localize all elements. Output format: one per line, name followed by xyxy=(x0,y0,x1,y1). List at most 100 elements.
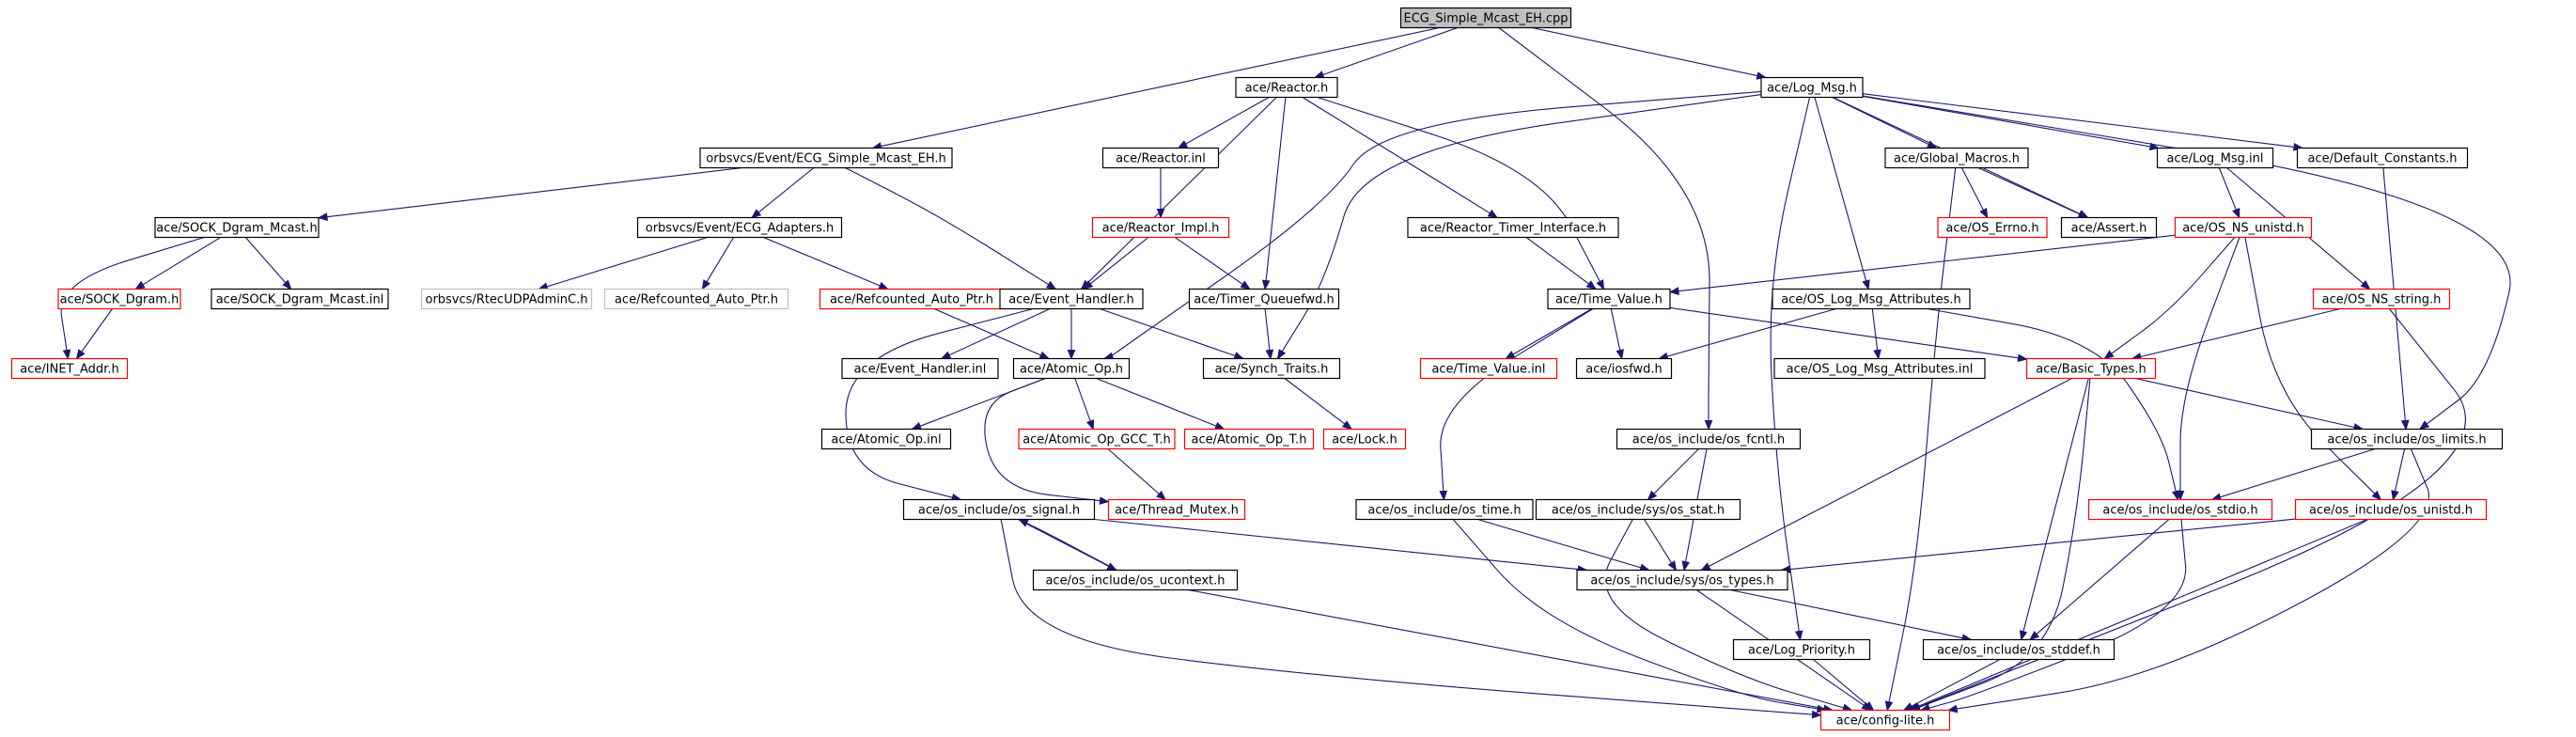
edge-arrowhead xyxy=(1085,419,1095,431)
edge-line xyxy=(1094,518,1579,571)
node-os-time-h[interactable]: ace/os_include/os_time.h xyxy=(1355,498,1534,521)
node-box xyxy=(1922,638,2115,661)
node-synch-traits-h[interactable]: ace/Synch_Traits.h xyxy=(1202,357,1341,380)
node-log-msg-h[interactable]: ace/Log_Msg.h xyxy=(1760,76,1864,99)
node-ecg-simple-mcast-eh-h[interactable]: orbsvcs/Event/ECG_Simple_Mcast_EH.h xyxy=(699,147,953,169)
edge-line xyxy=(984,377,1101,502)
node-os-fcntl-h[interactable]: ace/os_include/os_fcntl.h xyxy=(1616,428,1802,450)
node-os-stat-h[interactable]: ace/os_include/sys/os_stat.h xyxy=(1535,498,1741,521)
edge-os-stat-h-to-os-types-h xyxy=(1644,519,1678,572)
node-reactor-impl-h[interactable]: ace/Reactor_Impl.h xyxy=(1091,216,1230,239)
edge-os-time-h-to-os-types-h xyxy=(1477,518,1650,572)
node-thread-mutex-h[interactable]: ace/Thread_Mutex.h xyxy=(1107,498,1246,521)
edge-line xyxy=(326,166,743,218)
edge-arrowhead xyxy=(940,351,952,360)
node-label: ace/Thread_Mutex.h xyxy=(1115,504,1239,518)
node-iosfwd-h[interactable]: ace/iosfwd.h xyxy=(1575,357,1673,380)
node-os-ucontext-h[interactable]: ace/os_include/os_ucontext.h xyxy=(1032,569,1239,591)
node-root[interactable]: ECG_Simple_Mcast_EH.cpp xyxy=(1399,7,1572,29)
node-os-log-msg-attributes-inl[interactable]: ace/OS_Log_Msg_Attributes.inl xyxy=(1773,357,1986,380)
edge-os-signal-h-to-os-types-h xyxy=(1094,518,1588,573)
node-box xyxy=(1884,147,2029,169)
node-global-macros-h[interactable]: ace/Global_Macros.h xyxy=(1884,147,2029,169)
node-os-types-h[interactable]: ace/os_include/sys/os_types.h xyxy=(1576,569,1788,591)
node-config-lite-h[interactable]: ace/config-lite.h xyxy=(1819,709,1951,731)
node-atomic-op-t-h[interactable]: ace/Atomic_Op_T.h xyxy=(1183,428,1315,450)
node-lock-h[interactable]: ace/Lock.h xyxy=(1322,428,1407,450)
edge-line xyxy=(142,237,221,286)
node-assert-h[interactable]: ace/Assert.h xyxy=(2060,216,2158,239)
node-os-stddef-h[interactable]: ace/os_include/os_stddef.h xyxy=(1922,638,2115,661)
edge-arrowhead xyxy=(2103,350,2115,360)
node-os-errno-h[interactable]: ace/OS_Errno.h xyxy=(1937,216,2048,239)
node-label: ace/Refcounted_Auto_Ptr.h xyxy=(830,293,993,307)
node-box xyxy=(1616,428,1802,450)
node-log-priority-h[interactable]: ace/Log_Priority.h xyxy=(1732,638,1871,661)
node-label: orbsvcs/Event/ECG_Adapters.h xyxy=(646,222,835,236)
edge-line xyxy=(1813,659,1868,706)
node-box xyxy=(1101,147,1220,169)
edge-arrowhead xyxy=(2360,280,2371,290)
edge-os-ns-unistd-h-to-time-value-h xyxy=(1668,234,2176,295)
node-basic-types-h[interactable]: ace/Basic_Types.h xyxy=(2025,357,2157,380)
edge-line xyxy=(1928,519,2187,709)
node-box xyxy=(999,288,1144,310)
edge-timer-queuefwd-h-to-synch-traits-h xyxy=(1264,308,1274,360)
edge-arrowhead xyxy=(1979,208,1989,219)
edge-reactor-h-to-reactor-inl xyxy=(1177,97,1270,149)
node-inet-addr-h[interactable]: ace/INET_Addr.h xyxy=(10,357,129,380)
node-sock-dgram-mcast-inl[interactable]: ace/SOCK_Dgram_Mcast.inl xyxy=(211,288,389,310)
node-default-constants-h[interactable]: ace/Default_Constants.h xyxy=(2296,147,2469,169)
node-sock-dgram-h[interactable]: ace/SOCK_Dgram.h xyxy=(57,288,181,310)
node-time-value-h[interactable]: ace/Time_Value.h xyxy=(1547,288,1671,310)
node-os-unistd-h[interactable]: ace/os_include/os_unistd.h xyxy=(2294,498,2488,521)
edge-time-value-h-to-basic-types-h xyxy=(1669,306,2028,363)
edge-reactor-impl-h-to-event-handler-h xyxy=(1083,237,1149,290)
edge-line xyxy=(1729,588,1963,639)
node-reactor-inl[interactable]: ace/Reactor.inl xyxy=(1101,147,1220,169)
edge-arrowhead xyxy=(1794,630,1803,641)
edge-arrowhead xyxy=(2391,490,2399,501)
node-reactor-timer-interface-h[interactable]: ace/Reactor_Timer_Interface.h xyxy=(1407,216,1619,239)
node-timer-queuefwd-h[interactable]: ace/Timer_Queuefwd.h xyxy=(1188,288,1340,310)
node-log-msg-inl[interactable]: ace/Log_Msg.inl xyxy=(2156,147,2274,169)
node-box xyxy=(2060,216,2158,239)
edge-line xyxy=(1789,518,2296,571)
node-refcounted-auto-ptr-h-grey[interactable]: ace/Refcounted_Auto_Ptr.h xyxy=(603,288,789,310)
node-box xyxy=(1183,428,1315,450)
node-label: ace/SOCK_Dgram_Mcast.h xyxy=(156,222,317,236)
edge-line xyxy=(1265,97,1287,281)
edge-time-value-h-to-os-time-h xyxy=(1439,308,1594,501)
node-sock-dgram-mcast-h[interactable]: ace/SOCK_Dgram_Mcast.h xyxy=(154,216,320,239)
edge-os-limits-h-to-os-stdio-h xyxy=(2210,447,2376,501)
node-os-signal-h[interactable]: ace/os_include/os_signal.h xyxy=(902,498,1096,521)
node-ecg-adapters-h[interactable]: orbsvcs/Event/ECG_Adapters.h xyxy=(636,216,843,239)
node-event-handler-inl[interactable]: ace/Event_Handler.inl xyxy=(841,357,999,380)
node-os-log-msg-attributes-h[interactable]: ace/OS_Log_Msg_Attributes.h xyxy=(1772,288,1971,310)
node-label: ace/Log_Msg.h xyxy=(1767,82,1857,96)
node-refcounted-auto-ptr-h[interactable]: ace/Refcounted_Auto_Ptr.h xyxy=(819,288,1005,310)
edge-line xyxy=(1322,26,1459,76)
node-os-ns-string-h[interactable]: ace/OS_NS_string.h xyxy=(2312,288,2451,310)
node-box xyxy=(211,288,389,310)
edge-line xyxy=(2140,307,2341,357)
node-time-value-inl[interactable]: ace/Time_Value.inl xyxy=(1419,357,1558,380)
node-os-ns-unistd-h[interactable]: ace/OS_NS_unistd.h xyxy=(2174,216,2313,239)
node-atomic-op-h[interactable]: ace/Atomic_Op.h xyxy=(1012,357,1131,380)
edge-line xyxy=(546,236,708,288)
node-box xyxy=(820,428,952,450)
node-rtecudpadminc-h[interactable]: orbsvcs/RtecUDPAdminC.h xyxy=(420,288,593,310)
edge-os-limits-h-to-os-unistd-h xyxy=(2391,448,2406,501)
node-reactor-h[interactable]: ace/Reactor.h xyxy=(1235,76,1338,99)
edge-arrowhead xyxy=(1864,701,1875,712)
node-atomic-op-gcc-t-h[interactable]: ace/Atomic_Op_GCC_T.h xyxy=(1018,428,1176,450)
node-os-stdio-h[interactable]: ace/os_include/os_stdio.h xyxy=(2087,498,2273,521)
node-atomic-op-inl[interactable]: ace/Atomic_Op.inl xyxy=(820,428,952,450)
node-box xyxy=(1772,288,1971,310)
node-event-handler-h[interactable]: ace/Event_Handler.h xyxy=(999,288,1144,310)
edge-ecg-simple-mcast-eh-h-to-sock-dgram-mcast-h xyxy=(317,166,743,221)
edge-line xyxy=(2111,237,2236,354)
node-os-limits-h[interactable]: ace/os_include/os_limits.h xyxy=(2310,428,2504,450)
edge-line xyxy=(244,237,287,284)
node-box xyxy=(1419,357,1558,380)
